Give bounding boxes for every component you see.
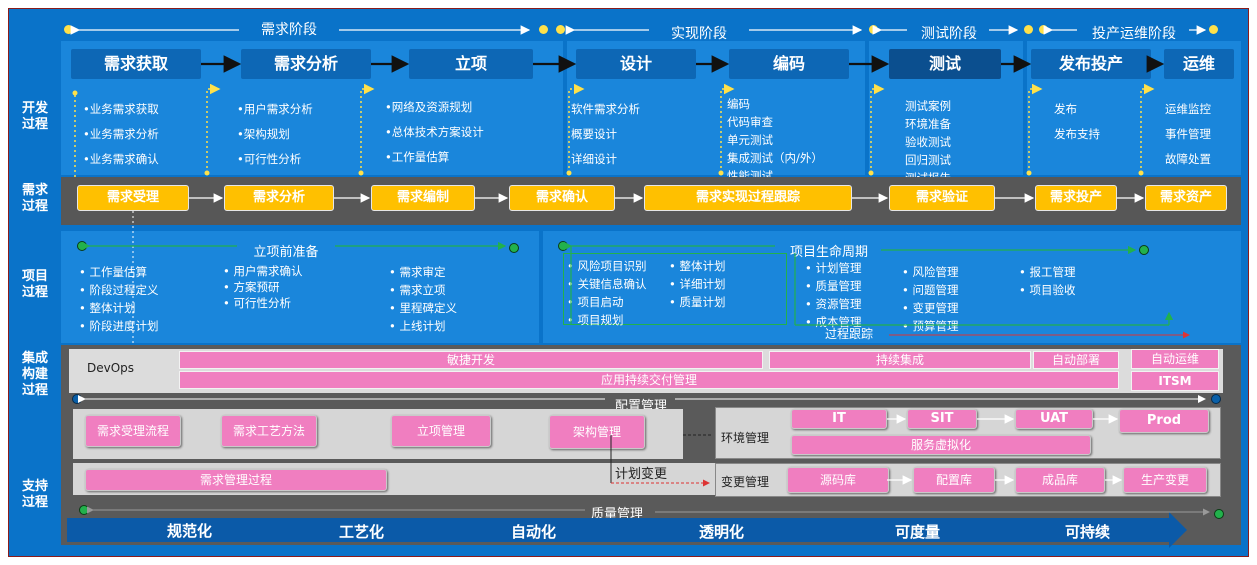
goal-measurability: 可度量 [895, 523, 941, 541]
req-mgmt-process: 需求管理过程 [85, 469, 387, 491]
service-virtualization: 服务虚拟化 [791, 435, 1091, 455]
req-step-compile: 需求编制 [371, 185, 475, 211]
proj-tracking-label: 过程跟踪 [824, 327, 873, 341]
change-source-repo: 源码库 [787, 467, 889, 493]
goals-arrow [67, 518, 1169, 542]
dev-items-col4: 软件需求分析概要设计详细设计 [571, 102, 640, 166]
proj-pre-title: 立项前准备 [253, 245, 319, 260]
connector-overlay [70, 25, 1210, 516]
proj-life-col2: • 整体计划• 详细计划• 质量计划 [669, 259, 726, 309]
proj-life-col3: • 计划管理• 质量管理• 资源管理• 成本管理 [805, 261, 862, 329]
req-step-assets: 需求资产 [1145, 185, 1227, 211]
config-req-accept-flow: 需求受理流程 [85, 415, 181, 447]
req-step-analysis: 需求分析 [224, 185, 334, 211]
agile-development: 敏捷开发 [179, 351, 763, 369]
req-step-confirm: 需求确认 [509, 185, 615, 211]
phase-requirement: 需求阶段 [261, 22, 317, 38]
row-label-proj: 项目 过程 [21, 269, 48, 300]
stage-testing: 测试 [889, 49, 1001, 79]
stage-design: 设计 [576, 49, 696, 79]
quality-end-marker [1214, 509, 1224, 519]
env-prod: Prod [1119, 409, 1209, 433]
req-step-accept: 需求受理 [77, 185, 189, 211]
config-project-mgmt: 立项管理 [391, 415, 491, 447]
devops-label: DevOps [87, 361, 135, 375]
proj-life-initiation-box [563, 253, 787, 325]
stage-coding: 编码 [729, 49, 849, 79]
proj-life-title: 项目生命周期 [789, 245, 868, 260]
process-diagram: 开发 过程 需求 过程 项目 过程 集成 构建 过程 支持 过程 需求阶段 实现… [8, 8, 1249, 557]
req-step-verify: 需求验证 [889, 185, 995, 211]
auto-deploy: 自动部署 [1033, 351, 1119, 369]
config-req-method: 需求工艺方法 [221, 415, 317, 447]
proj-life-col4: • 风险管理• 问题管理• 变更管理• 预算管理 [902, 265, 959, 333]
req-step-release: 需求投产 [1035, 185, 1117, 211]
phase-implementation: 实现阶段 [671, 26, 727, 42]
phase-ops: 投产运维阶段 [1092, 26, 1176, 42]
req-step-tracking: 需求实现过程跟踪 [644, 185, 852, 211]
goal-transparency: 透明化 [699, 523, 745, 541]
stage-requirement-analysis: 需求分析 [241, 49, 371, 79]
row-label-req: 需求 过程 [21, 183, 48, 214]
plan-change-label: 计划变更 [615, 467, 668, 482]
proj-life-col1: • 风险项目识别• 关键信息确认• 项目启动• 项目规划 [567, 259, 647, 327]
dev-items-col1: •业务需求获取•业务需求分析•业务需求确认 [83, 102, 159, 166]
env-it: IT [791, 409, 887, 429]
continuous-delivery: 应用持续交付管理 [179, 371, 1119, 389]
env-mgmt-label: 环境管理 [721, 431, 770, 445]
proj-life-end-marker [1139, 245, 1149, 255]
row-label-support: 支持 过程 [21, 479, 48, 510]
stage-requirement-gathering: 需求获取 [71, 49, 201, 79]
phase-marker [1024, 25, 1033, 34]
change-production: 生产变更 [1123, 467, 1207, 493]
proj-life-col5: • 报工管理• 项目验收 [1019, 265, 1076, 297]
stage-release: 发布投产 [1031, 49, 1151, 79]
stage-operations: 运维 [1164, 49, 1234, 79]
row-label-integ: 集成 构建 过程 [21, 351, 48, 398]
phase-marker [1039, 25, 1048, 34]
proj-pre-col1: • 工作量估算• 阶段过程定义• 整体计划• 阶段进度计划 [79, 265, 159, 333]
row-label-dev: 开发 过程 [21, 101, 48, 132]
change-config-repo: 配置库 [913, 467, 995, 493]
phase-marker [556, 25, 565, 34]
goal-standardization: 规范化 [167, 522, 213, 540]
change-artifact-repo: 成品库 [1015, 467, 1105, 493]
dev-items-col8: 运维监控事件管理故障处置 [1165, 102, 1211, 166]
phase-testing: 测试阶段 [921, 26, 977, 42]
phase-marker [64, 25, 73, 34]
proj-pre-end-marker [509, 243, 519, 253]
dev-items-col7: 发布发布支持 [1054, 102, 1100, 141]
itsm: ITSM [1131, 371, 1219, 391]
config-end-marker [1211, 394, 1221, 404]
continuous-integration: 持续集成 [769, 351, 1031, 369]
stage-project-approval: 立项 [409, 49, 533, 79]
goal-sustainability: 可持续 [1065, 523, 1111, 541]
change-mgmt-label: 变更管理 [721, 475, 770, 489]
goals-arrow-head [1169, 512, 1187, 548]
goal-craftsmanship: 工艺化 [339, 523, 385, 541]
env-uat: UAT [1015, 409, 1093, 429]
phase-marker [539, 25, 548, 34]
proj-pre-col3: • 需求审定• 需求立项• 里程碑定义• 上线计划 [389, 265, 457, 333]
config-arch-mgmt: 架构管理 [549, 415, 645, 449]
dev-items-col2: •用户需求分析•架构规划•可行性分析 [237, 102, 313, 166]
goal-automation: 自动化 [511, 523, 557, 541]
env-sit: SIT [907, 409, 977, 429]
phase-marker [1209, 25, 1218, 34]
proj-pre-col2: • 用户需求确认• 方案预研• 可行性分析 [223, 264, 303, 310]
proj-panel-pre [61, 231, 539, 343]
dev-items-col3: •网络及资源规划•总体技术方案设计•工作量估算 [385, 100, 484, 164]
auto-ops: 自动运维 [1131, 349, 1219, 369]
